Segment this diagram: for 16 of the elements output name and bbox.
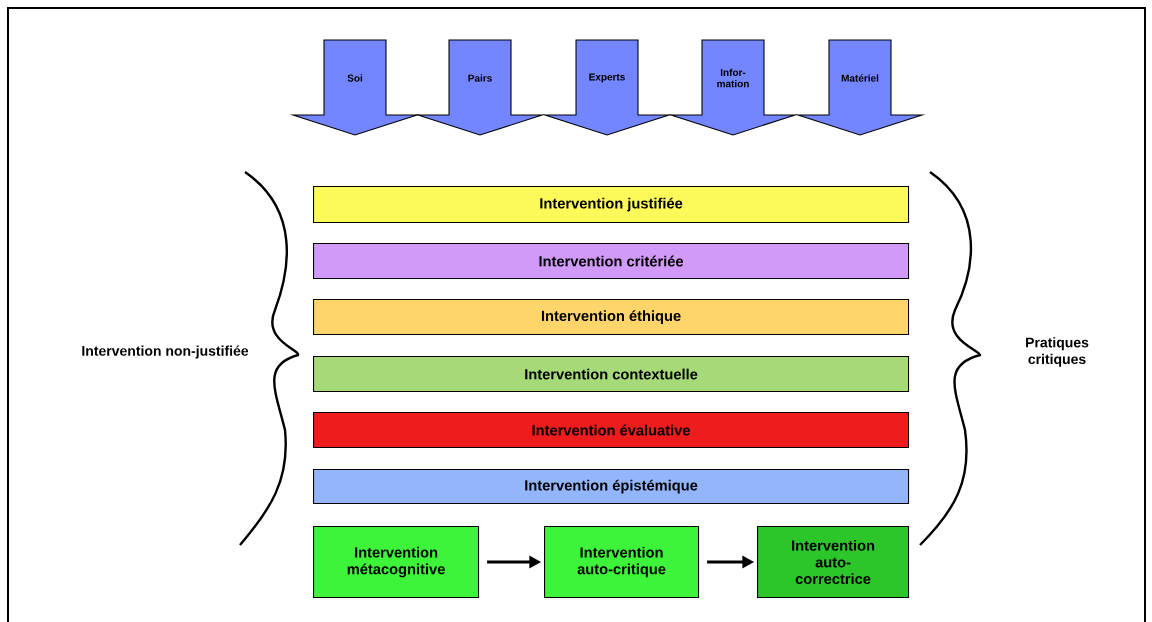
pointer-box: Matériel [794,39,926,136]
color-bar: Intervention critériée [313,243,910,280]
side-label: Intervention non-justifiée [82,345,249,359]
side-label: Pratiques critiques [1026,337,1089,367]
color-bar: Intervention justifiée [313,186,910,224]
process-box: Intervention métacognitive [313,526,480,599]
color-bar: Intervention contextuelle [313,356,910,393]
pointer-box: Soi [289,39,421,136]
color-bar: Intervention éthique [313,299,910,336]
process-box: Intervention auto-critique [544,526,700,599]
color-bar: Intervention épistémique [313,469,910,505]
color-bar: Intervention évaluative [313,412,910,449]
process-box: Intervention auto- correctrice [757,526,910,599]
pointer-box: Pairs [414,39,546,136]
pointer-box: Experts [541,39,673,136]
pointer-box: Infor- mation [667,39,799,136]
